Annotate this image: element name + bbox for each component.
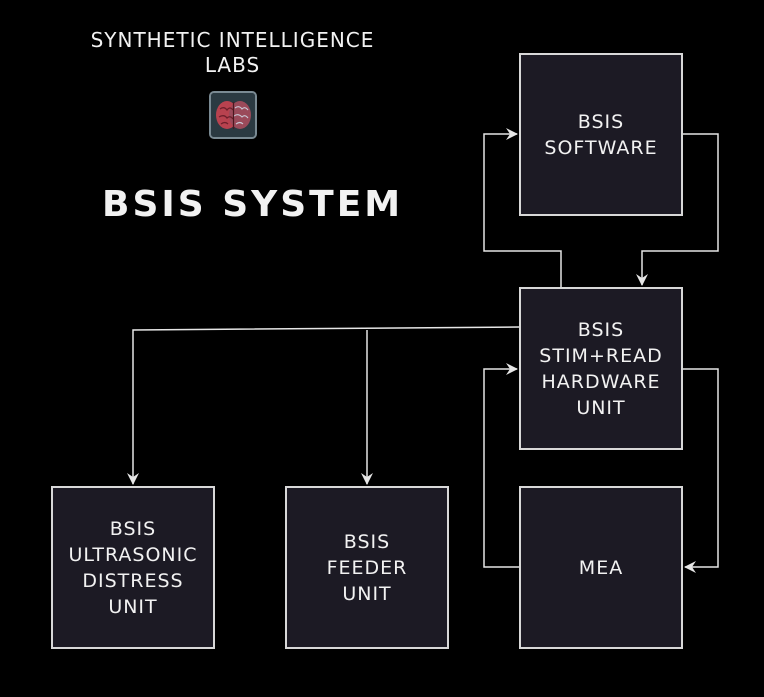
node-bsis-ultrasonic-unit[interactable]: BSIS ULTRASONIC DISTRESS UNIT	[51, 486, 215, 649]
brain-icon	[209, 91, 257, 139]
node-label: BSIS FEEDER UNIT	[326, 530, 408, 605]
edge-hardware-to-mea	[683, 368, 719, 573]
node-mea[interactable]: MEA	[519, 486, 683, 649]
edge-software-to-hardware	[636, 133, 719, 286]
node-label: BSIS SOFTWARE	[544, 110, 658, 159]
node-label: MEA	[578, 556, 624, 579]
node-label: BSIS STIM+READ HARDWARE UNIT	[539, 318, 663, 419]
node-bsis-feeder-unit[interactable]: BSIS FEEDER UNIT	[285, 486, 449, 649]
edge-hardware-to-ultrasonic	[127, 326, 520, 485]
edge-mea-to-hardware	[483, 363, 519, 568]
edge-hardware-to-software	[483, 128, 562, 287]
node-bsis-software[interactable]: BSIS SOFTWARE	[519, 53, 683, 216]
node-bsis-hardware-unit[interactable]: BSIS STIM+READ HARDWARE UNIT	[519, 287, 683, 450]
org-name: SYNTHETIC INTELLIGENCE LABS	[90, 28, 375, 77]
node-label: BSIS ULTRASONIC DISTRESS UNIT	[68, 517, 198, 618]
system-title: BSIS SYSTEM	[102, 184, 404, 225]
